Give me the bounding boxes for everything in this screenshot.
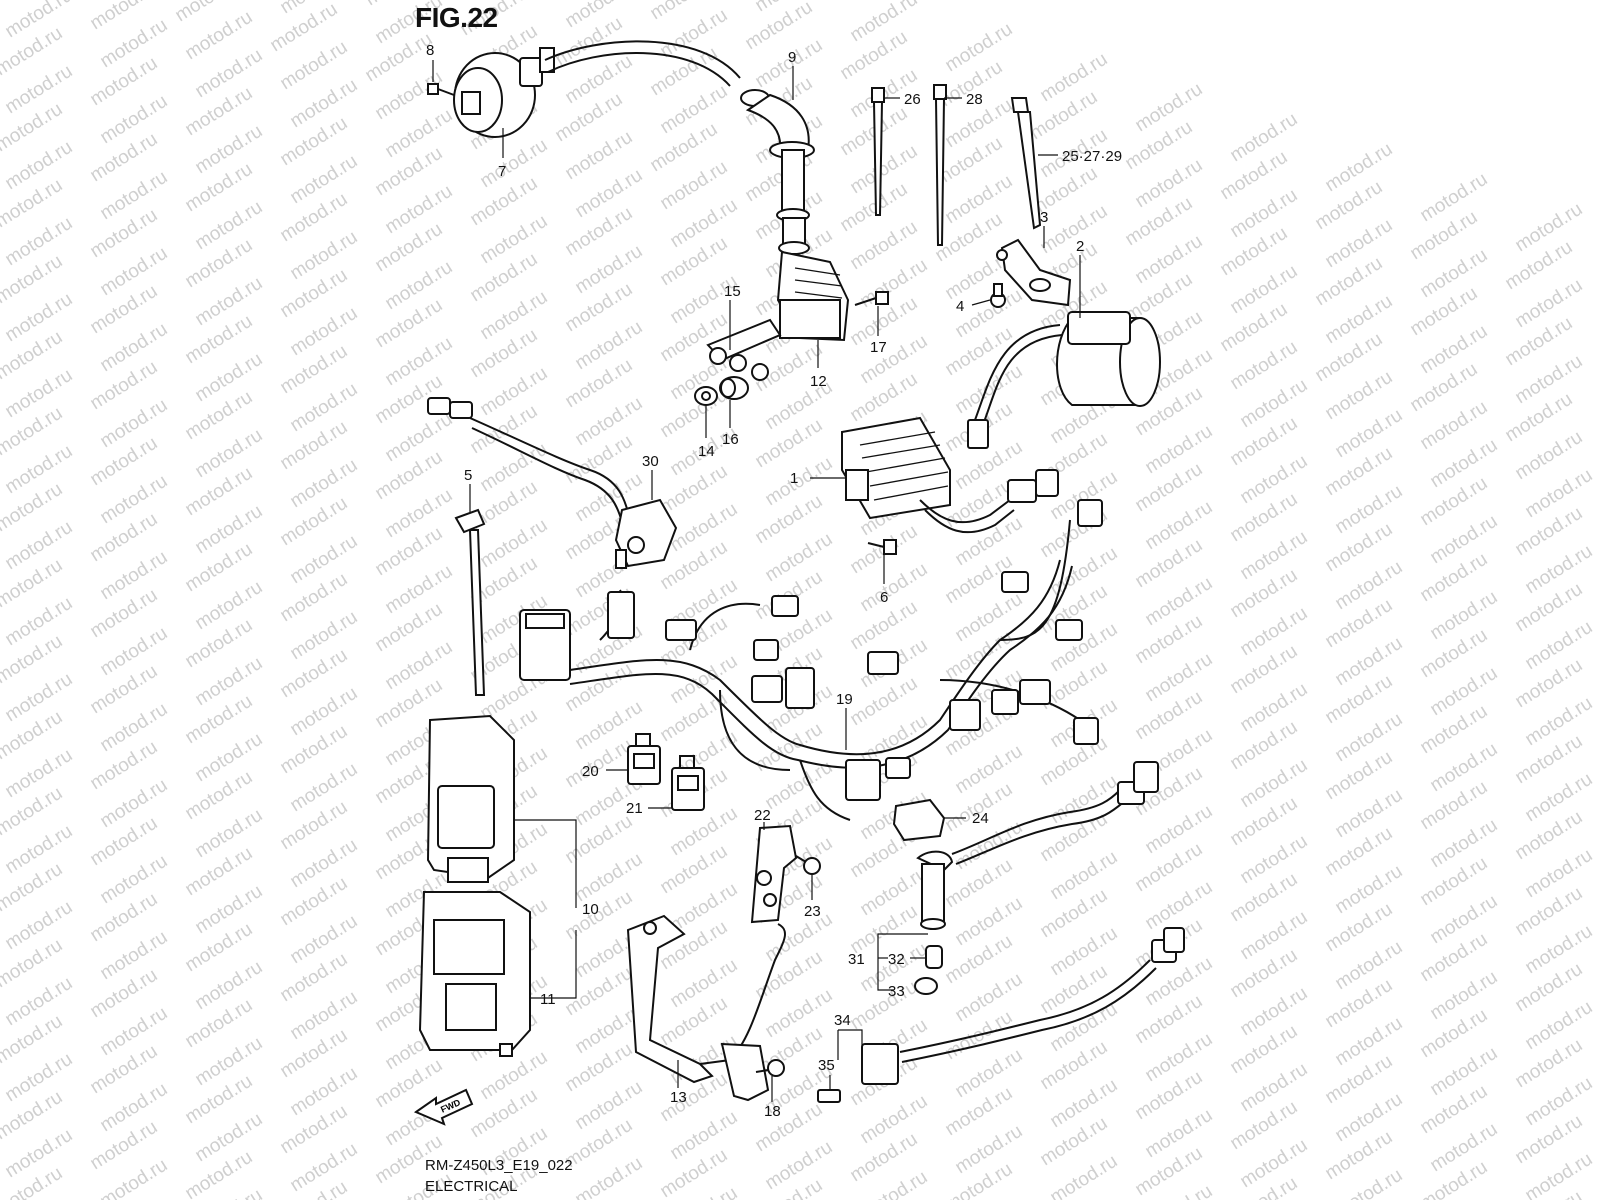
callout-22: 22 [754,807,771,824]
relay-bolt [854,291,889,306]
spark-plug-cap [544,40,815,255]
fuse-35 [817,1089,841,1103]
callout-3: 3 [1040,209,1048,226]
figure-code: RM-Z450L3_E19_022 [425,1157,573,1174]
relay [776,250,850,342]
watermark-text: motod.ru [1597,343,1600,401]
cable-tie-25 [1010,97,1042,230]
callout-18: 18 [764,1103,781,1120]
callout-15: 15 [724,283,741,300]
callout-9: 9 [788,49,796,66]
callout-5: 5 [464,467,472,484]
callout-23: 23 [804,903,821,920]
sub-harness [916,761,1159,930]
regulator-bolt [867,539,897,555]
callout-24: 24 [972,810,989,827]
condenser-bracket [996,238,1072,307]
callout-25-27-29: 25·27·29 [1062,148,1122,165]
figure-caption: ELECTRICAL [425,1178,518,1195]
callout-12: 12 [810,373,827,390]
fuse-lead [861,927,1185,1085]
fuse-holder-20 [627,733,661,785]
sensor [427,397,678,569]
collar [694,386,718,406]
callout-2: 2 [1076,238,1084,255]
callout-13: 13 [670,1089,687,1106]
callout-31: 31 [848,951,865,968]
callout-26: 26 [904,91,921,108]
callout-labels: 8 7 9 26 28 25·27·29 3 2 4 15 12 17 14 1… [426,42,1122,1120]
terminal-32 [925,945,943,969]
callout-17: 17 [870,339,887,356]
cable-tie-26 [871,87,885,216]
callout-1: 1 [790,470,798,487]
figure-title: FIG.22 [415,2,498,33]
relay-bracket [706,318,782,381]
callout-28: 28 [966,91,983,108]
leader-lines [432,60,1081,1102]
watermark-text: motod.ru [1597,419,1600,477]
callout-19: 19 [836,691,853,708]
wiring-harness [519,499,1103,821]
ignition-coil [453,47,555,138]
callout-21: 21 [626,800,643,817]
bracket-bolt [990,283,1006,308]
callout-16: 16 [722,431,739,448]
callout-10: 10 [582,901,599,918]
callout-4: 4 [956,298,964,315]
callout-8: 8 [426,42,434,59]
callout-20: 20 [582,763,599,780]
callout-33: 33 [888,983,905,1000]
ecm [426,714,515,883]
cable-tie-28 [933,84,947,246]
ecm-bracket [626,914,786,1102]
callout-14: 14 [698,443,715,460]
bracket-bolt-18 [755,1059,785,1077]
callout-6: 6 [880,589,888,606]
seal-33 [914,977,938,995]
coil-bolt [427,83,455,96]
watermark-text: motod.ru [1597,267,1600,325]
callout-32: 32 [888,951,905,968]
callout-35: 35 [818,1057,835,1074]
fuse-holder-21 [671,755,705,811]
fwd-arrow: FWD [413,1088,474,1126]
condenser [967,311,1161,449]
callout-30: 30 [642,453,659,470]
rubber-grommet [719,376,749,400]
callout-7: 7 [498,163,506,180]
cable-tie-5 [454,508,486,696]
ecm-holder [418,891,531,1057]
callout-11: 11 [540,991,556,1008]
small-bracket [750,824,798,924]
regulator-rectifier [841,416,1059,534]
callout-34: 34 [834,1012,851,1029]
connector-cap [892,798,946,842]
